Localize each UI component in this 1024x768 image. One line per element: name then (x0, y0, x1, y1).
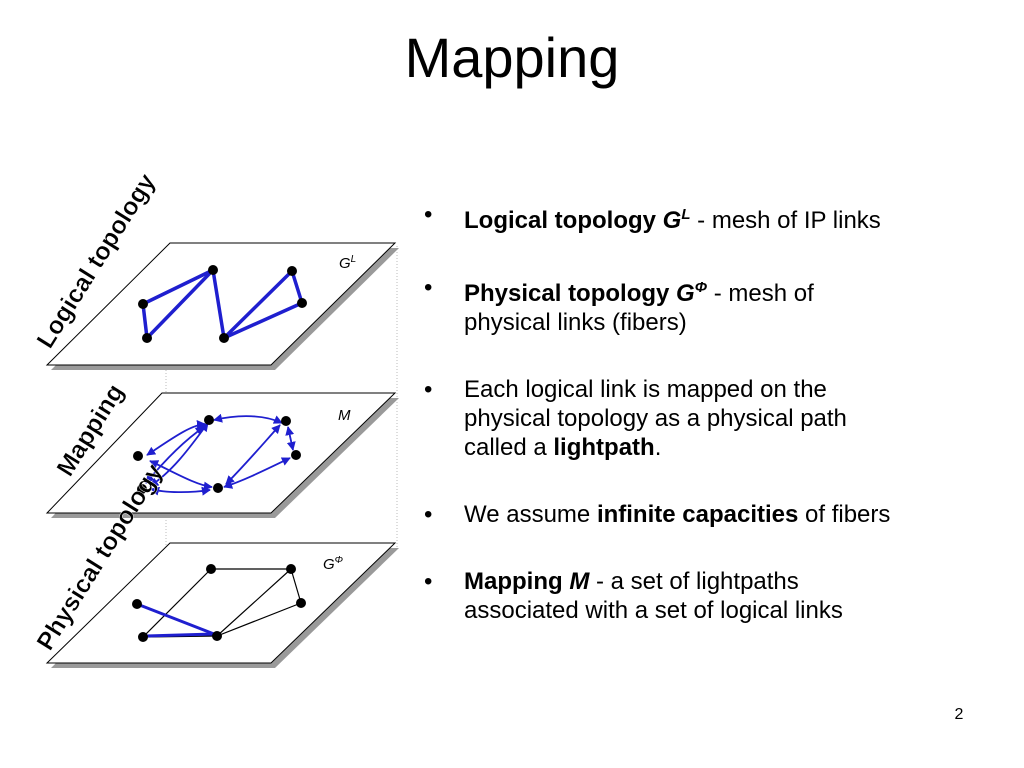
mapping-nodes (133, 415, 301, 494)
lightpath-on-fiber (136, 602, 215, 638)
text-run: of fibers (798, 501, 891, 528)
lightpaths (145, 413, 296, 496)
logical-plane: GL Logical topology (31, 168, 399, 370)
layered-topology-diagram: GL Logical topology M (31, 168, 399, 668)
slide-title: Mapping (404, 26, 620, 89)
text-run: Mapping (464, 568, 570, 595)
mapping-plane: M Mapping (45, 379, 399, 518)
bullet-item: Mapping M - a set of lightpathsassociate… (424, 567, 1014, 625)
bullet-line: Mapping M - a set of lightpaths (464, 567, 1014, 596)
text-run: M (569, 568, 590, 595)
text-run: - a set of lightpaths (589, 568, 799, 595)
slide-number: 2 (954, 706, 964, 723)
bullet-line: physical topology as a physical path (464, 404, 1014, 433)
bullet-item: Logical topology GL - mesh of IP links (424, 200, 1014, 235)
bullet-line: Each logical link is mapped on the (464, 375, 1014, 404)
text-run: G (676, 280, 695, 307)
bullet-line: Physical topology GΦ - mesh of (464, 273, 1014, 308)
text-run: Physical topology (464, 280, 677, 307)
text-run: G (662, 207, 682, 234)
logical-plane-label: GL (339, 254, 356, 272)
physical-nodes (132, 564, 306, 642)
bullet-line: called a lightpath. (464, 433, 1014, 462)
bullet-line: physical links (fibers) (464, 308, 1014, 337)
superscript: L (681, 206, 691, 223)
bullet-item: Each logical link is mapped on thephysic… (424, 375, 1014, 462)
text-run: - mesh of (707, 280, 814, 307)
text-run: lightpath (553, 434, 655, 461)
bullet-line: Logical topology GL - mesh of IP links (464, 200, 1014, 235)
bullet-line: We assume infinite capacities of fibers (464, 500, 1014, 529)
text-run: We assume (464, 501, 597, 528)
text-run: physical links (fibers) (464, 309, 687, 336)
text-run: Logical topology (464, 207, 663, 234)
logical-links (141, 268, 304, 340)
text-run: Each logical link is mapped on the (464, 376, 827, 403)
text-run: infinite capacities (596, 501, 799, 528)
text-run: physical topology as a physical path (464, 405, 847, 432)
logical-nodes (138, 265, 307, 343)
mapping-plane-label: M (338, 407, 351, 424)
text-run: associated with a set of logical links (464, 597, 843, 624)
superscript: Φ (694, 279, 708, 296)
bullet-item: We assume infinite capacities of fibers (424, 500, 1014, 529)
physical-plane-label: GΦ (323, 555, 343, 573)
text-run: . (654, 434, 662, 461)
text-run: called a (464, 434, 554, 461)
bullet-line: associated with a set of logical links (464, 596, 1014, 625)
text-run: - mesh of IP links (690, 207, 881, 234)
bullet-list: Logical topology GL - mesh of IP linksPh… (424, 200, 1014, 663)
